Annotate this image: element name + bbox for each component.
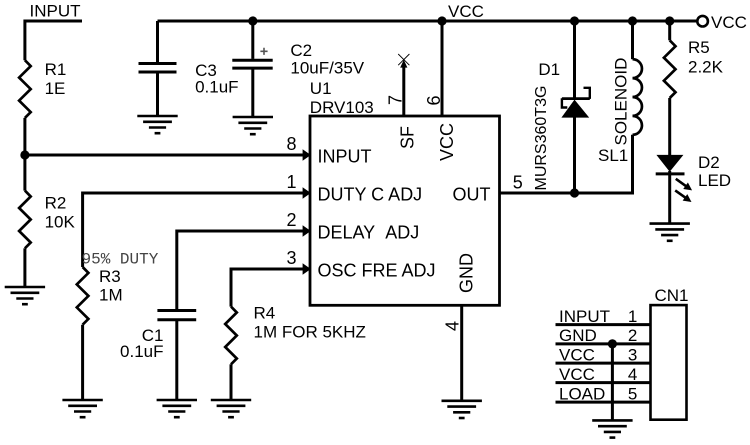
svg-text:0.1uF: 0.1uF xyxy=(195,78,238,97)
svg-text:SL1: SL1 xyxy=(598,146,628,165)
svg-text:INPUT: INPUT xyxy=(318,147,372,167)
svg-text:VCC: VCC xyxy=(559,365,595,384)
svg-text:1: 1 xyxy=(628,307,637,326)
svg-text:C2: C2 xyxy=(290,41,312,60)
svg-text:2: 2 xyxy=(628,326,637,345)
svg-text:7: 7 xyxy=(386,95,406,105)
svg-text:3: 3 xyxy=(628,345,637,364)
svg-text:SF: SF xyxy=(398,126,418,149)
svg-text:R4: R4 xyxy=(254,304,276,323)
svg-text:LED: LED xyxy=(698,171,731,190)
svg-text:VCC: VCC xyxy=(448,2,484,21)
svg-text:D2: D2 xyxy=(698,153,720,172)
svg-text:2: 2 xyxy=(286,210,296,230)
svg-text:OUT: OUT xyxy=(453,185,491,205)
svg-text:VCC: VCC xyxy=(711,13,747,32)
svg-text:R3: R3 xyxy=(99,267,121,286)
svg-text:1M: 1M xyxy=(99,286,123,305)
svg-text:3: 3 xyxy=(286,248,296,268)
svg-text:10uF/35V: 10uF/35V xyxy=(290,58,364,77)
svg-text:2.2K: 2.2K xyxy=(688,58,724,77)
svg-text:95% DUTY: 95% DUTY xyxy=(82,250,159,268)
svg-text:10K: 10K xyxy=(45,213,76,232)
svg-text:CN1: CN1 xyxy=(655,286,689,305)
svg-text:R5: R5 xyxy=(688,38,710,57)
svg-text:GND: GND xyxy=(457,253,477,293)
svg-text:1E: 1E xyxy=(45,79,66,98)
svg-text:0.1uF: 0.1uF xyxy=(120,342,163,361)
svg-text:INPUT: INPUT xyxy=(30,2,81,21)
svg-text:5: 5 xyxy=(513,173,523,193)
svg-text:5: 5 xyxy=(628,384,637,403)
svg-text:C3: C3 xyxy=(195,61,217,80)
svg-text:LOAD: LOAD xyxy=(559,384,605,403)
svg-text:OSC FRE ADJ: OSC FRE ADJ xyxy=(318,261,436,281)
svg-text:C1: C1 xyxy=(142,326,164,345)
svg-text:DELAY ADJ: DELAY ADJ xyxy=(318,223,420,243)
svg-text:R1: R1 xyxy=(45,60,67,79)
svg-text:VCC: VCC xyxy=(437,123,457,161)
svg-text:R2: R2 xyxy=(45,193,67,212)
svg-text:DUTY C ADJ: DUTY C ADJ xyxy=(318,185,423,205)
svg-text:MURS360T3G: MURS360T3G xyxy=(533,86,550,191)
svg-text:U1: U1 xyxy=(310,79,332,98)
svg-text:8: 8 xyxy=(286,134,296,154)
svg-text:1M FOR 5KHZ: 1M FOR 5KHZ xyxy=(254,323,366,342)
svg-text:1: 1 xyxy=(286,172,296,192)
svg-text:GND: GND xyxy=(559,326,597,345)
svg-text:DRV103: DRV103 xyxy=(310,98,374,117)
svg-text:4: 4 xyxy=(628,365,637,384)
svg-text:4: 4 xyxy=(443,321,463,331)
svg-text:SOLENOID: SOLENOID xyxy=(612,58,631,146)
svg-text:D1: D1 xyxy=(538,60,560,79)
svg-text:VCC: VCC xyxy=(559,345,595,364)
svg-text:INPUT: INPUT xyxy=(559,307,610,326)
svg-text:6: 6 xyxy=(424,95,444,105)
